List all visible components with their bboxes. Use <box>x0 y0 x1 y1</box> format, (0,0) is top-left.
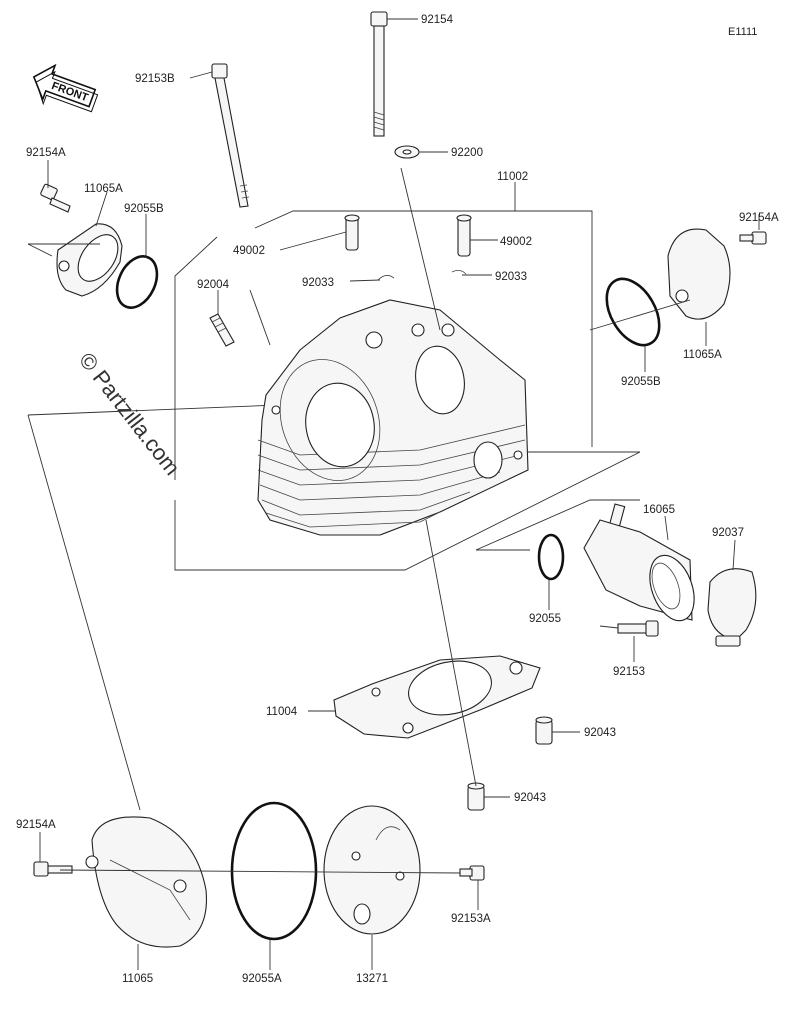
bolt-92153-icon <box>617 620 659 637</box>
cylinder-head-11002-icon <box>257 299 529 536</box>
label-92154A-left[interactable]: 92154A <box>26 147 66 159</box>
assembly-frame-lines <box>27 210 641 811</box>
cover-11065A-right-icon <box>667 228 767 320</box>
label-92154A-right[interactable]: 92154A <box>739 212 779 224</box>
bolt-92153B-icon <box>211 63 250 208</box>
label-11065[interactable]: 11065 <box>122 973 153 985</box>
stud-92004-icon <box>209 313 235 347</box>
label-92055[interactable]: 92055 <box>529 613 561 625</box>
oring-92055B-right-icon <box>605 277 661 347</box>
label-92004[interactable]: 92004 <box>197 279 230 291</box>
gasket-11004-icon <box>333 655 541 739</box>
washer-92200-icon <box>394 145 420 159</box>
bolt-92153A-icon <box>459 865 485 881</box>
diagram-code: E1111 <box>728 26 757 38</box>
circlip-92033-right-icon <box>451 270 467 275</box>
label-92033-left[interactable]: 92033 <box>302 277 334 289</box>
watermark: © Partzilla.com <box>74 348 185 480</box>
label-92037[interactable]: 92037 <box>712 527 744 539</box>
cover-11065A-left-icon <box>40 183 123 297</box>
label-92043-lower[interactable]: 92043 <box>514 792 546 804</box>
label-49002-left[interactable]: 49002 <box>233 245 265 257</box>
front-arrow-icon: FRONT <box>32 63 99 113</box>
valve-guide-49002-left-icon <box>344 214 360 251</box>
label-16065[interactable]: 16065 <box>643 504 675 516</box>
label-92055B-left[interactable]: 92055B <box>124 203 164 215</box>
label-11002[interactable]: 11002 <box>497 171 528 183</box>
label-11004[interactable]: 11004 <box>266 706 298 718</box>
label-92153A[interactable]: 92153A <box>451 913 491 925</box>
leader-lines <box>39 18 760 970</box>
bolt-92154A-bottom-icon <box>33 861 73 877</box>
label-13271[interactable]: 13271 <box>356 973 388 985</box>
label-92153B[interactable]: 92153B <box>135 73 175 85</box>
label-11065A-left[interactable]: 11065A <box>84 183 123 195</box>
clamp-92037-icon <box>707 568 757 647</box>
dowel-92043-upper-icon <box>535 716 553 745</box>
label-92033-right[interactable]: 92033 <box>495 271 527 283</box>
circlip-92033-left-icon <box>377 275 395 281</box>
cover-11065-icon <box>85 816 208 948</box>
label-92200[interactable]: 92200 <box>451 147 483 159</box>
dowel-92043-lower-icon <box>467 782 485 811</box>
label-92055A[interactable]: 92055A <box>242 973 282 985</box>
intake-pipe-16065-icon <box>583 503 695 622</box>
plate-13271-icon <box>323 805 421 935</box>
label-49002-right[interactable]: 49002 <box>500 236 532 248</box>
label-92153[interactable]: 92153 <box>613 666 645 678</box>
label-92154-top[interactable]: 92154 <box>421 14 454 26</box>
bolt-92154-icon <box>370 11 388 137</box>
oring-92055B-left-icon <box>115 255 159 309</box>
valve-guide-49002-right-icon <box>456 214 472 257</box>
label-92043-upper[interactable]: 92043 <box>584 727 616 739</box>
label-92154A-bottom[interactable]: 92154A <box>16 819 56 831</box>
label-92055B-right[interactable]: 92055B <box>621 376 661 388</box>
oring-92055-icon <box>537 533 565 581</box>
label-11065A-right[interactable]: 11065A <box>683 349 722 361</box>
